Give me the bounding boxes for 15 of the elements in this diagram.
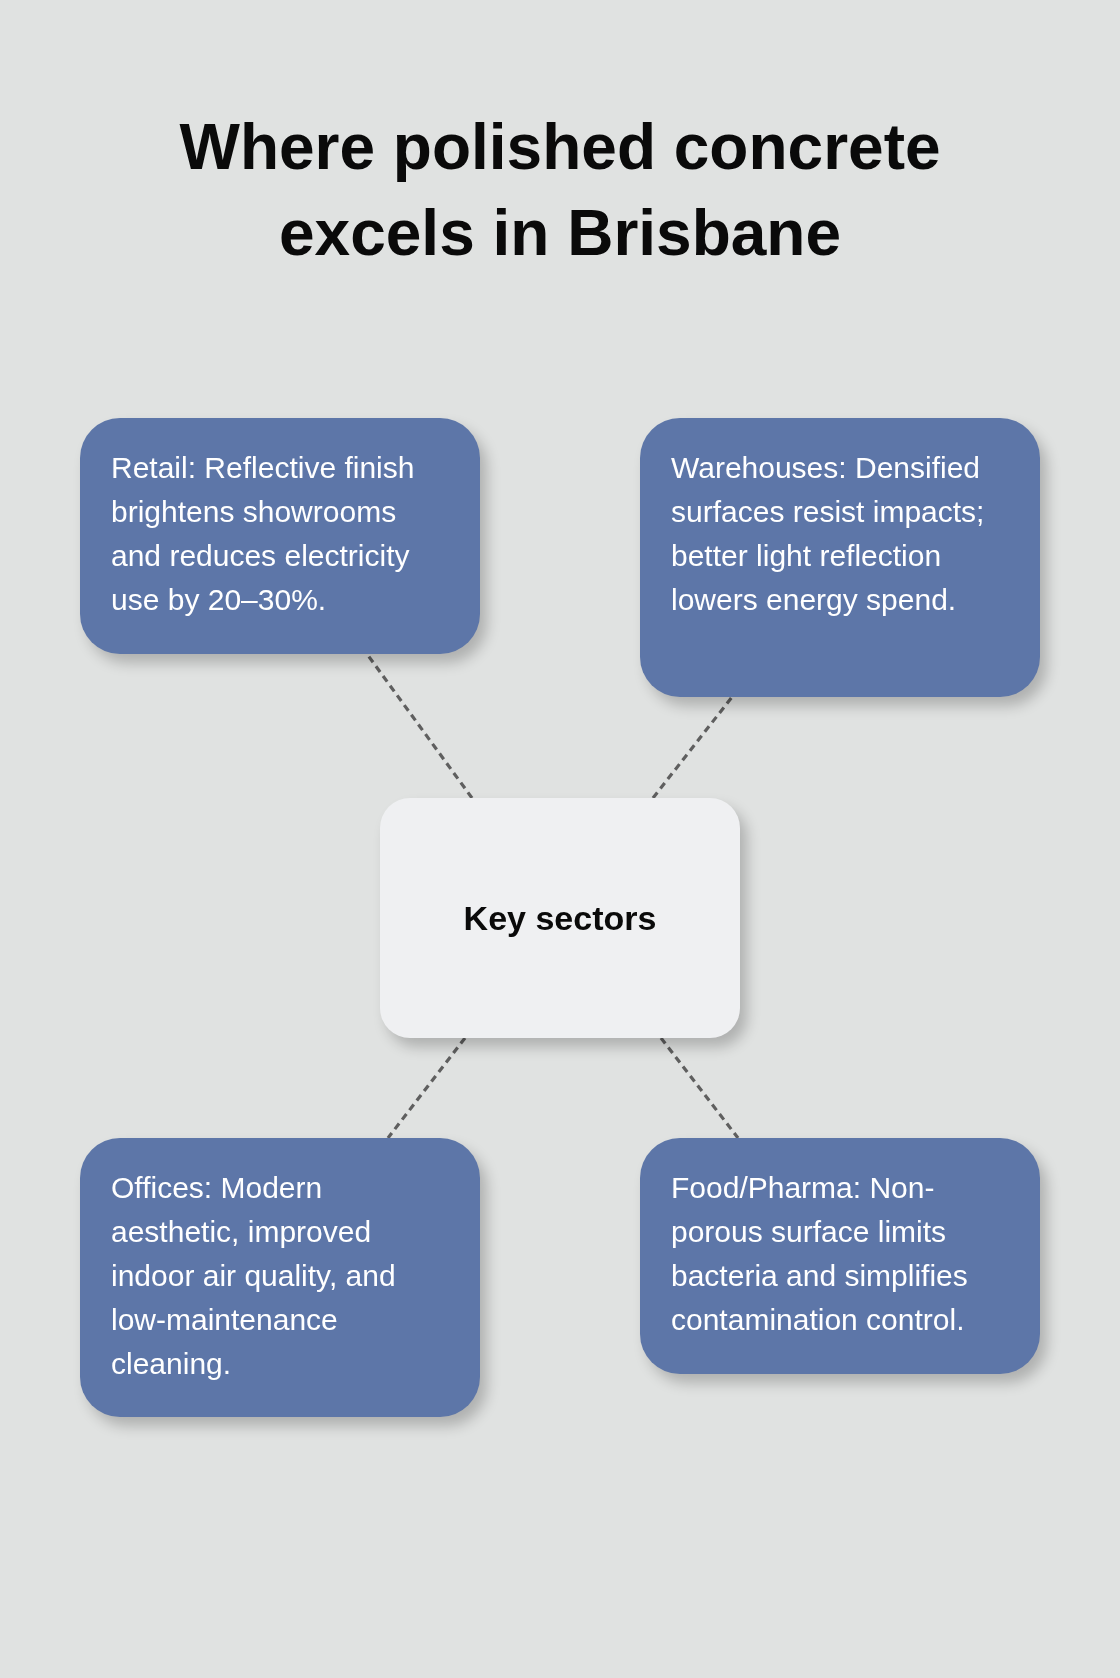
hub-label: Key sectors	[463, 898, 657, 938]
dotted-connector	[659, 1037, 740, 1139]
dotted-connector	[386, 1037, 467, 1139]
card-text: Retail: Reflective finish brightens showrooms and reduces electricity use by 20–30%.	[111, 450, 416, 618]
dotted-connector	[365, 653, 474, 799]
sector-card	[640, 418, 1040, 697]
card-text: Offices: Modern aesthetic, improved indoor air quality, and low-maintenance cleaning.	[111, 1170, 397, 1382]
sector-card	[80, 418, 480, 654]
sector-card	[640, 1138, 1040, 1374]
dotted-connector	[651, 696, 734, 799]
card-text: Food/Pharma: Non-porous surface limits bacteria and simplifies contamination control.	[671, 1170, 969, 1338]
title: Where polished concrete excels in Brisbane	[178, 110, 942, 271]
card-text: Warehouses: Densified surfaces resist impacts; better light reflection lowers energy spend.	[671, 450, 986, 618]
sector-card	[80, 1138, 480, 1417]
hub-box	[380, 798, 740, 1038]
